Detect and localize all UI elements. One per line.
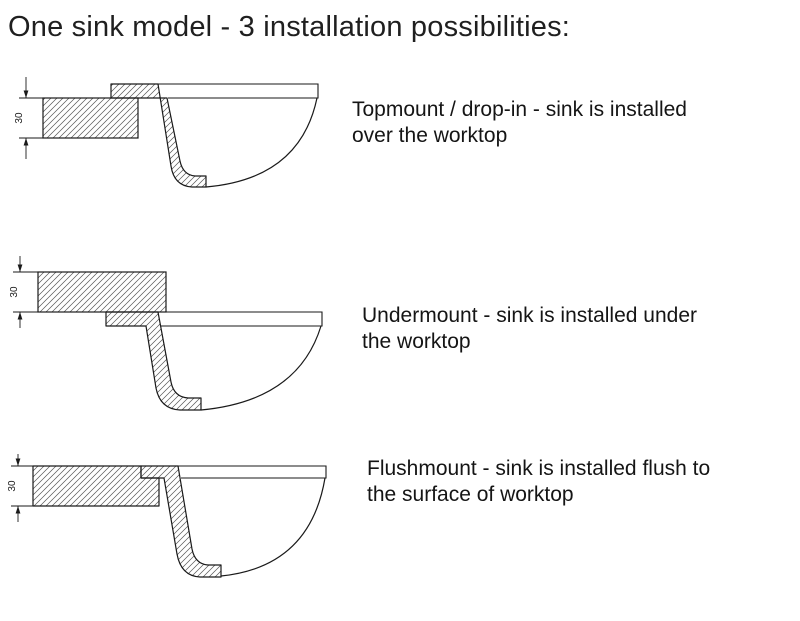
- sink-section: [110, 83, 207, 188]
- dimension-arrow-icon: [17, 264, 23, 272]
- sink-rim-outline: [161, 311, 323, 327]
- dimension-arrow-icon: [23, 137, 29, 146]
- figure-topmount: 30 Topmount / drop-in - sink is installe…: [8, 69, 800, 204]
- dimension-label: 30: [7, 480, 18, 492]
- undermount-drawing: 30: [9, 255, 323, 411]
- dimension-arrow-icon: [17, 311, 23, 320]
- dimension-arrow-icon: [15, 458, 21, 466]
- dimension-arrow-icon: [15, 505, 21, 514]
- sink-rim-outline: [141, 465, 327, 479]
- sink-section: [140, 465, 222, 578]
- worktop-section: [42, 97, 139, 139]
- dimension-label: 30: [9, 286, 20, 298]
- worktop-section: [37, 271, 167, 313]
- dimension-arrow-icon: [23, 90, 29, 98]
- bowl-arc: [220, 477, 326, 577]
- dimension-30-undermount: [13, 255, 45, 328]
- dimension-label: 30: [14, 112, 25, 124]
- figure-flushmount: 30 Flushmount - sink is installed flush …: [7, 453, 800, 586]
- figure-caption: Undermount - sink is installed under the…: [362, 303, 697, 353]
- bowl-arc: [205, 97, 318, 188]
- worktop-section: [32, 465, 160, 507]
- flushmount-drawing: 30: [7, 453, 327, 578]
- page-title: One sink model - 3 installation possibil…: [8, 11, 571, 43]
- figure-undermount: 30 Undermount - sink is installed under …: [8, 254, 800, 414]
- topmount-drawing: 30: [14, 76, 319, 188]
- sink-section: [105, 311, 202, 411]
- figure-caption: Topmount / drop-in - sink is installed o…: [352, 98, 687, 148]
- sink-rim-outline: [111, 83, 319, 99]
- figure-caption: Flushmount - sink is installed flush to …: [367, 456, 711, 507]
- bowl-arc: [200, 325, 322, 411]
